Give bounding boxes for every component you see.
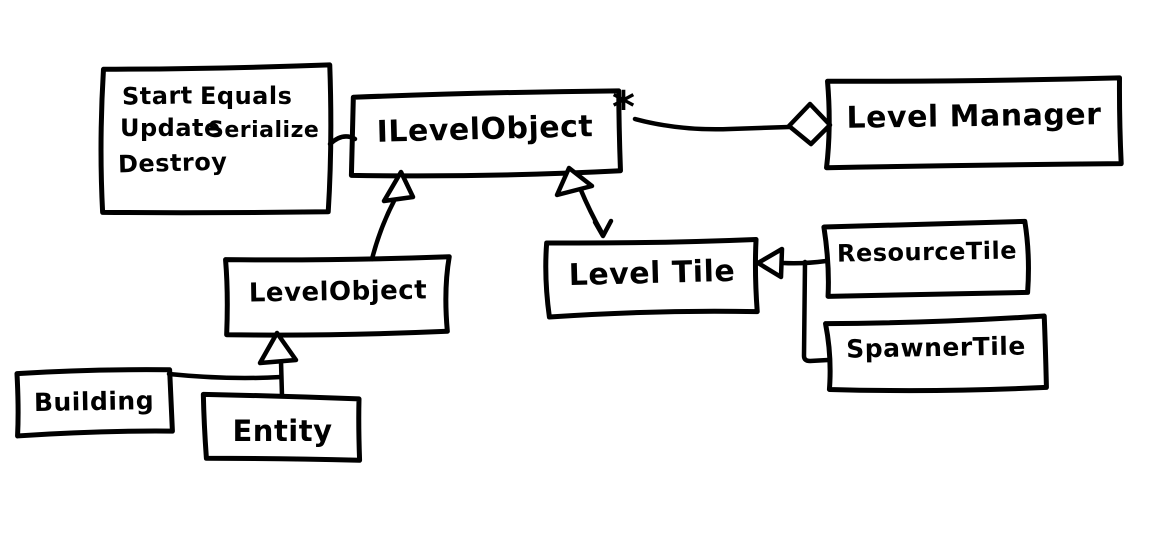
resourcetile-box [821, 218, 1031, 299]
leveltile-end-arrowhead [592, 218, 614, 239]
edge-building-connector [166, 371, 284, 381]
inheritance-triangle-ilevelobject-right [554, 165, 595, 198]
leveltile-box [543, 236, 760, 320]
entity-class-label: Entity [232, 414, 333, 448]
building-class-label: Building [33, 385, 155, 418]
inheritance-triangle-ilevelobject-left [381, 169, 416, 204]
aggregation-diamond [786, 101, 833, 147]
leveltile-class-label: Level Tile [568, 253, 736, 294]
methods-note-box [98, 62, 334, 216]
method-start-label: Start [121, 81, 194, 111]
building-box [14, 367, 175, 439]
note-connector-line [327, 134, 358, 147]
aggregation-multiplicity: * [612, 82, 636, 133]
levelmanager-box [824, 75, 1124, 171]
spawnertile-box [823, 313, 1049, 394]
resourcetile-class-label: ResourceTile [836, 236, 1018, 268]
aggregation-line [632, 116, 792, 132]
method-destroy-label: Destroy [117, 147, 228, 179]
ilevelobject-box [348, 88, 623, 179]
method-equals-label: Equals [200, 82, 293, 110]
levelobject-box [223, 254, 452, 338]
spawnertile-class-label: SpawnerTile [845, 331, 1027, 364]
levelmanager-class-label: Level Manager [846, 97, 1102, 136]
ilevelobject-class-label: ILevelObject [376, 109, 594, 150]
levelobject-class-label: LevelObject [248, 275, 428, 309]
inheritance-triangle-leveltile [755, 246, 785, 280]
edge-spawnertile-to-leveltile [801, 259, 831, 364]
inheritance-triangle-levelobject [257, 330, 299, 366]
entity-box [200, 391, 363, 463]
method-serialize-label: Serialize [208, 118, 320, 143]
edge-levelobject-to-ilevelobject [369, 198, 397, 262]
method-update-label: Update [120, 114, 221, 142]
